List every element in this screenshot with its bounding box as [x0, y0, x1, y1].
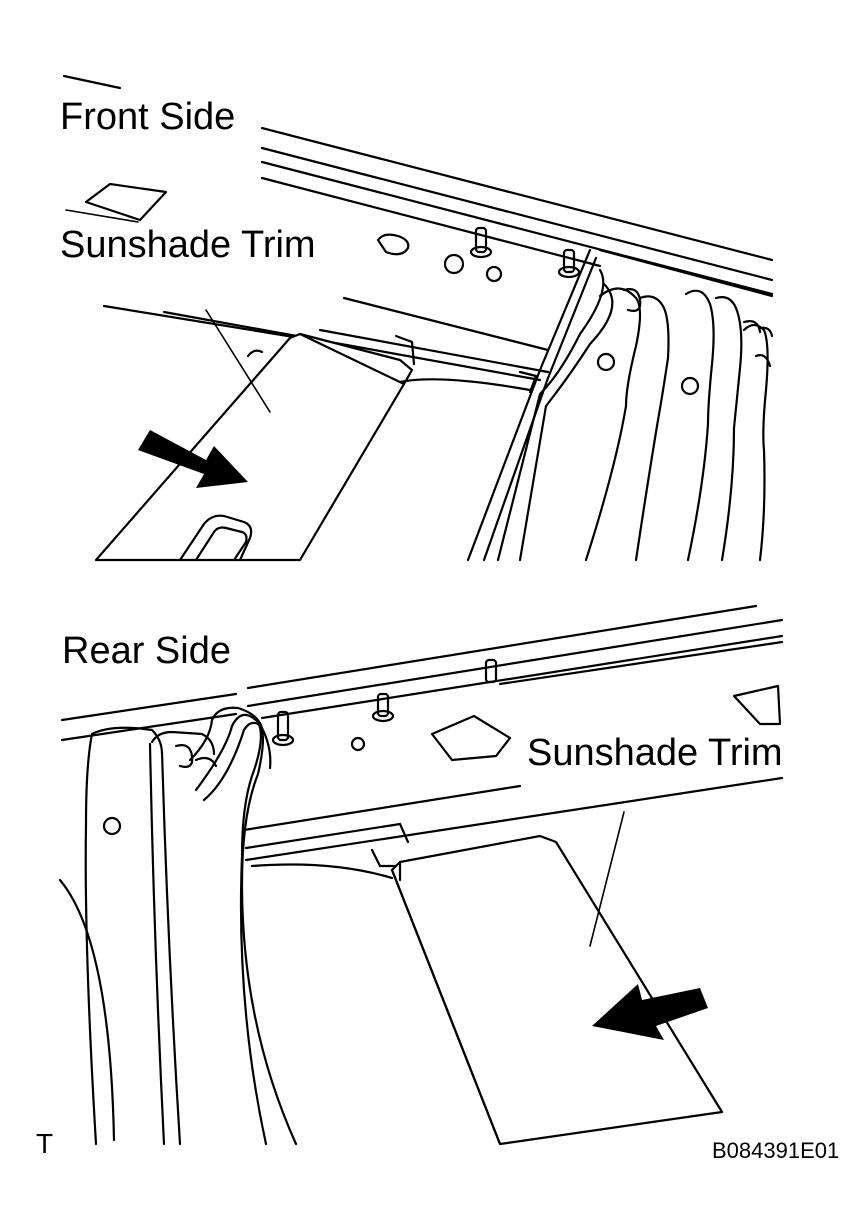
front-side-illustration — [62, 74, 774, 562]
figure-code: B084391E01 — [712, 1138, 840, 1163]
footer-mark: T — [36, 1128, 54, 1159]
front-side-title: Front Side — [60, 96, 236, 138]
rear-side-title: Rear Side — [62, 630, 231, 672]
rear-sunshade-trim-callout: Sunshade Trim — [527, 732, 783, 774]
front-sunshade-trim-callout: Sunshade Trim — [60, 224, 316, 266]
rear-side-illustration — [58, 604, 784, 1146]
